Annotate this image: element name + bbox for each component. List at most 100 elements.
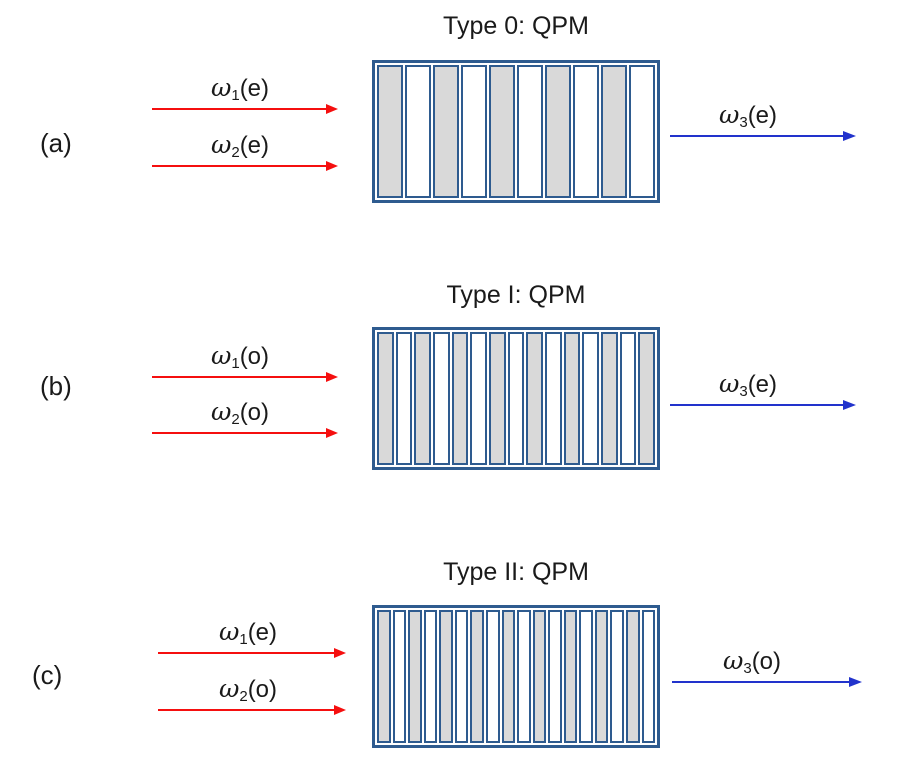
panel-b-input2-arrow xyxy=(152,428,338,438)
panel-a-input1-arrow xyxy=(152,104,338,114)
poled-domain-stripe xyxy=(405,65,431,198)
panel-c-input2-arrow xyxy=(158,705,346,715)
poled-domain-stripe xyxy=(433,332,450,465)
omega-symbol: ω xyxy=(218,617,240,646)
poled-domain-stripe xyxy=(377,610,391,743)
arrowhead-icon xyxy=(326,161,338,171)
polarization-text: (o) xyxy=(751,648,782,675)
poled-domain-stripe xyxy=(594,610,609,743)
omega-subscript: 2 xyxy=(231,411,240,428)
panel-b-output-label: ω3(e) xyxy=(668,367,828,401)
arrowhead-icon xyxy=(326,372,338,382)
omega-symbol: ω xyxy=(718,369,740,398)
panel-b-input1-arrow xyxy=(152,372,338,382)
poled-domain-stripe xyxy=(563,610,578,743)
panel-b-title: Type I: QPM xyxy=(446,281,586,309)
poled-domain-stripe xyxy=(392,610,407,743)
arrowhead-icon xyxy=(849,677,862,687)
poled-domain-stripe xyxy=(563,332,581,465)
poled-domain-stripe xyxy=(638,332,656,465)
poled-domain-stripe xyxy=(610,610,624,743)
arrowhead-icon xyxy=(843,131,856,141)
arrowhead-icon xyxy=(843,400,856,410)
polarization-text: (o) xyxy=(239,399,270,426)
arrow-line xyxy=(152,432,326,434)
panel-c-label: (c) xyxy=(32,660,63,690)
poled-domain-stripe xyxy=(619,332,637,465)
poled-domain-stripe xyxy=(641,610,656,743)
panel-a-output-label: ω3(e) xyxy=(668,98,828,132)
panel-a-label: (a) xyxy=(40,128,72,158)
arrow-line xyxy=(158,709,334,711)
omega-subscript: 2 xyxy=(231,144,240,161)
panel-b-label: (b) xyxy=(40,371,72,401)
omega-subscript: 2 xyxy=(239,688,248,705)
panel-a-qpm-crystal xyxy=(372,60,660,203)
polarization-text: (o) xyxy=(247,676,278,703)
arrowhead-icon xyxy=(326,104,338,114)
panel-b-input2-label: ω2(o) xyxy=(147,395,333,429)
poled-domain-stripe xyxy=(414,332,432,465)
omega-subscript: 1 xyxy=(239,631,248,648)
polarization-text: (e) xyxy=(239,132,270,159)
panel-a-output-arrow xyxy=(670,131,856,141)
poled-domain-stripe xyxy=(601,65,627,198)
poled-domain-stripe xyxy=(601,332,618,465)
panel-c-title: Type II: QPM xyxy=(443,558,589,586)
panel-c-qpm-crystal xyxy=(372,605,660,748)
panel-c-input1-label: ω1(e) xyxy=(155,615,341,649)
poled-domain-stripe xyxy=(377,332,394,465)
poled-domain-stripe xyxy=(532,610,547,743)
omega-symbol: ω xyxy=(722,646,744,675)
panel-b-input1-label: ω1(o) xyxy=(147,339,333,373)
poled-domain-stripe xyxy=(408,610,422,743)
panel-a-title: Type 0: QPM xyxy=(443,12,589,40)
panel-c-input2-label: ω2(o) xyxy=(155,672,341,706)
omega-subscript: 3 xyxy=(739,114,748,131)
arrow-line xyxy=(152,165,326,167)
omega-subscript: 3 xyxy=(739,383,748,400)
panel-a-input1-label: ω1(e) xyxy=(147,71,333,105)
arrowhead-icon xyxy=(334,648,346,658)
omega-subscript: 1 xyxy=(231,355,240,372)
polarization-text: (e) xyxy=(239,75,270,102)
panel-a-input2-arrow xyxy=(152,161,338,171)
arrow-line xyxy=(670,404,843,406)
polarization-text: (o) xyxy=(239,343,270,370)
arrow-line xyxy=(670,135,843,137)
poled-domain-stripe xyxy=(545,332,562,465)
poled-domain-stripe xyxy=(507,332,525,465)
omega-symbol: ω xyxy=(210,130,232,159)
panel-b-qpm-crystal xyxy=(372,327,660,470)
panel-a-input2-label: ω2(e) xyxy=(147,128,333,162)
poled-domain-stripe xyxy=(501,610,516,743)
poled-domain-stripe xyxy=(470,332,488,465)
polarization-text: (e) xyxy=(747,371,778,398)
polarization-text: (e) xyxy=(747,102,778,129)
arrow-line xyxy=(158,652,334,654)
omega-symbol: ω xyxy=(218,674,240,703)
poled-domain-stripe xyxy=(545,65,571,198)
arrowhead-icon xyxy=(326,428,338,438)
poled-domain-stripe xyxy=(626,610,640,743)
poled-domain-stripe xyxy=(451,332,469,465)
arrow-line xyxy=(152,376,326,378)
poled-domain-stripe xyxy=(517,610,531,743)
arrow-line xyxy=(152,108,326,110)
omega-symbol: ω xyxy=(210,397,232,426)
omega-symbol: ω xyxy=(718,100,740,129)
panel-c-input1-arrow xyxy=(158,648,346,658)
panel-c-output-arrow xyxy=(672,677,862,687)
poled-domain-stripe xyxy=(439,610,453,743)
arrowhead-icon xyxy=(334,705,346,715)
poled-domain-stripe xyxy=(423,610,438,743)
poled-domain-stripe xyxy=(582,332,600,465)
poled-domain-stripe xyxy=(485,610,500,743)
poled-domain-stripe xyxy=(489,65,515,198)
poled-domain-stripe xyxy=(579,610,593,743)
omega-subscript: 1 xyxy=(231,87,240,104)
poled-domain-stripe xyxy=(470,610,484,743)
arrow-line xyxy=(672,681,849,683)
poled-domain-stripe xyxy=(489,332,506,465)
